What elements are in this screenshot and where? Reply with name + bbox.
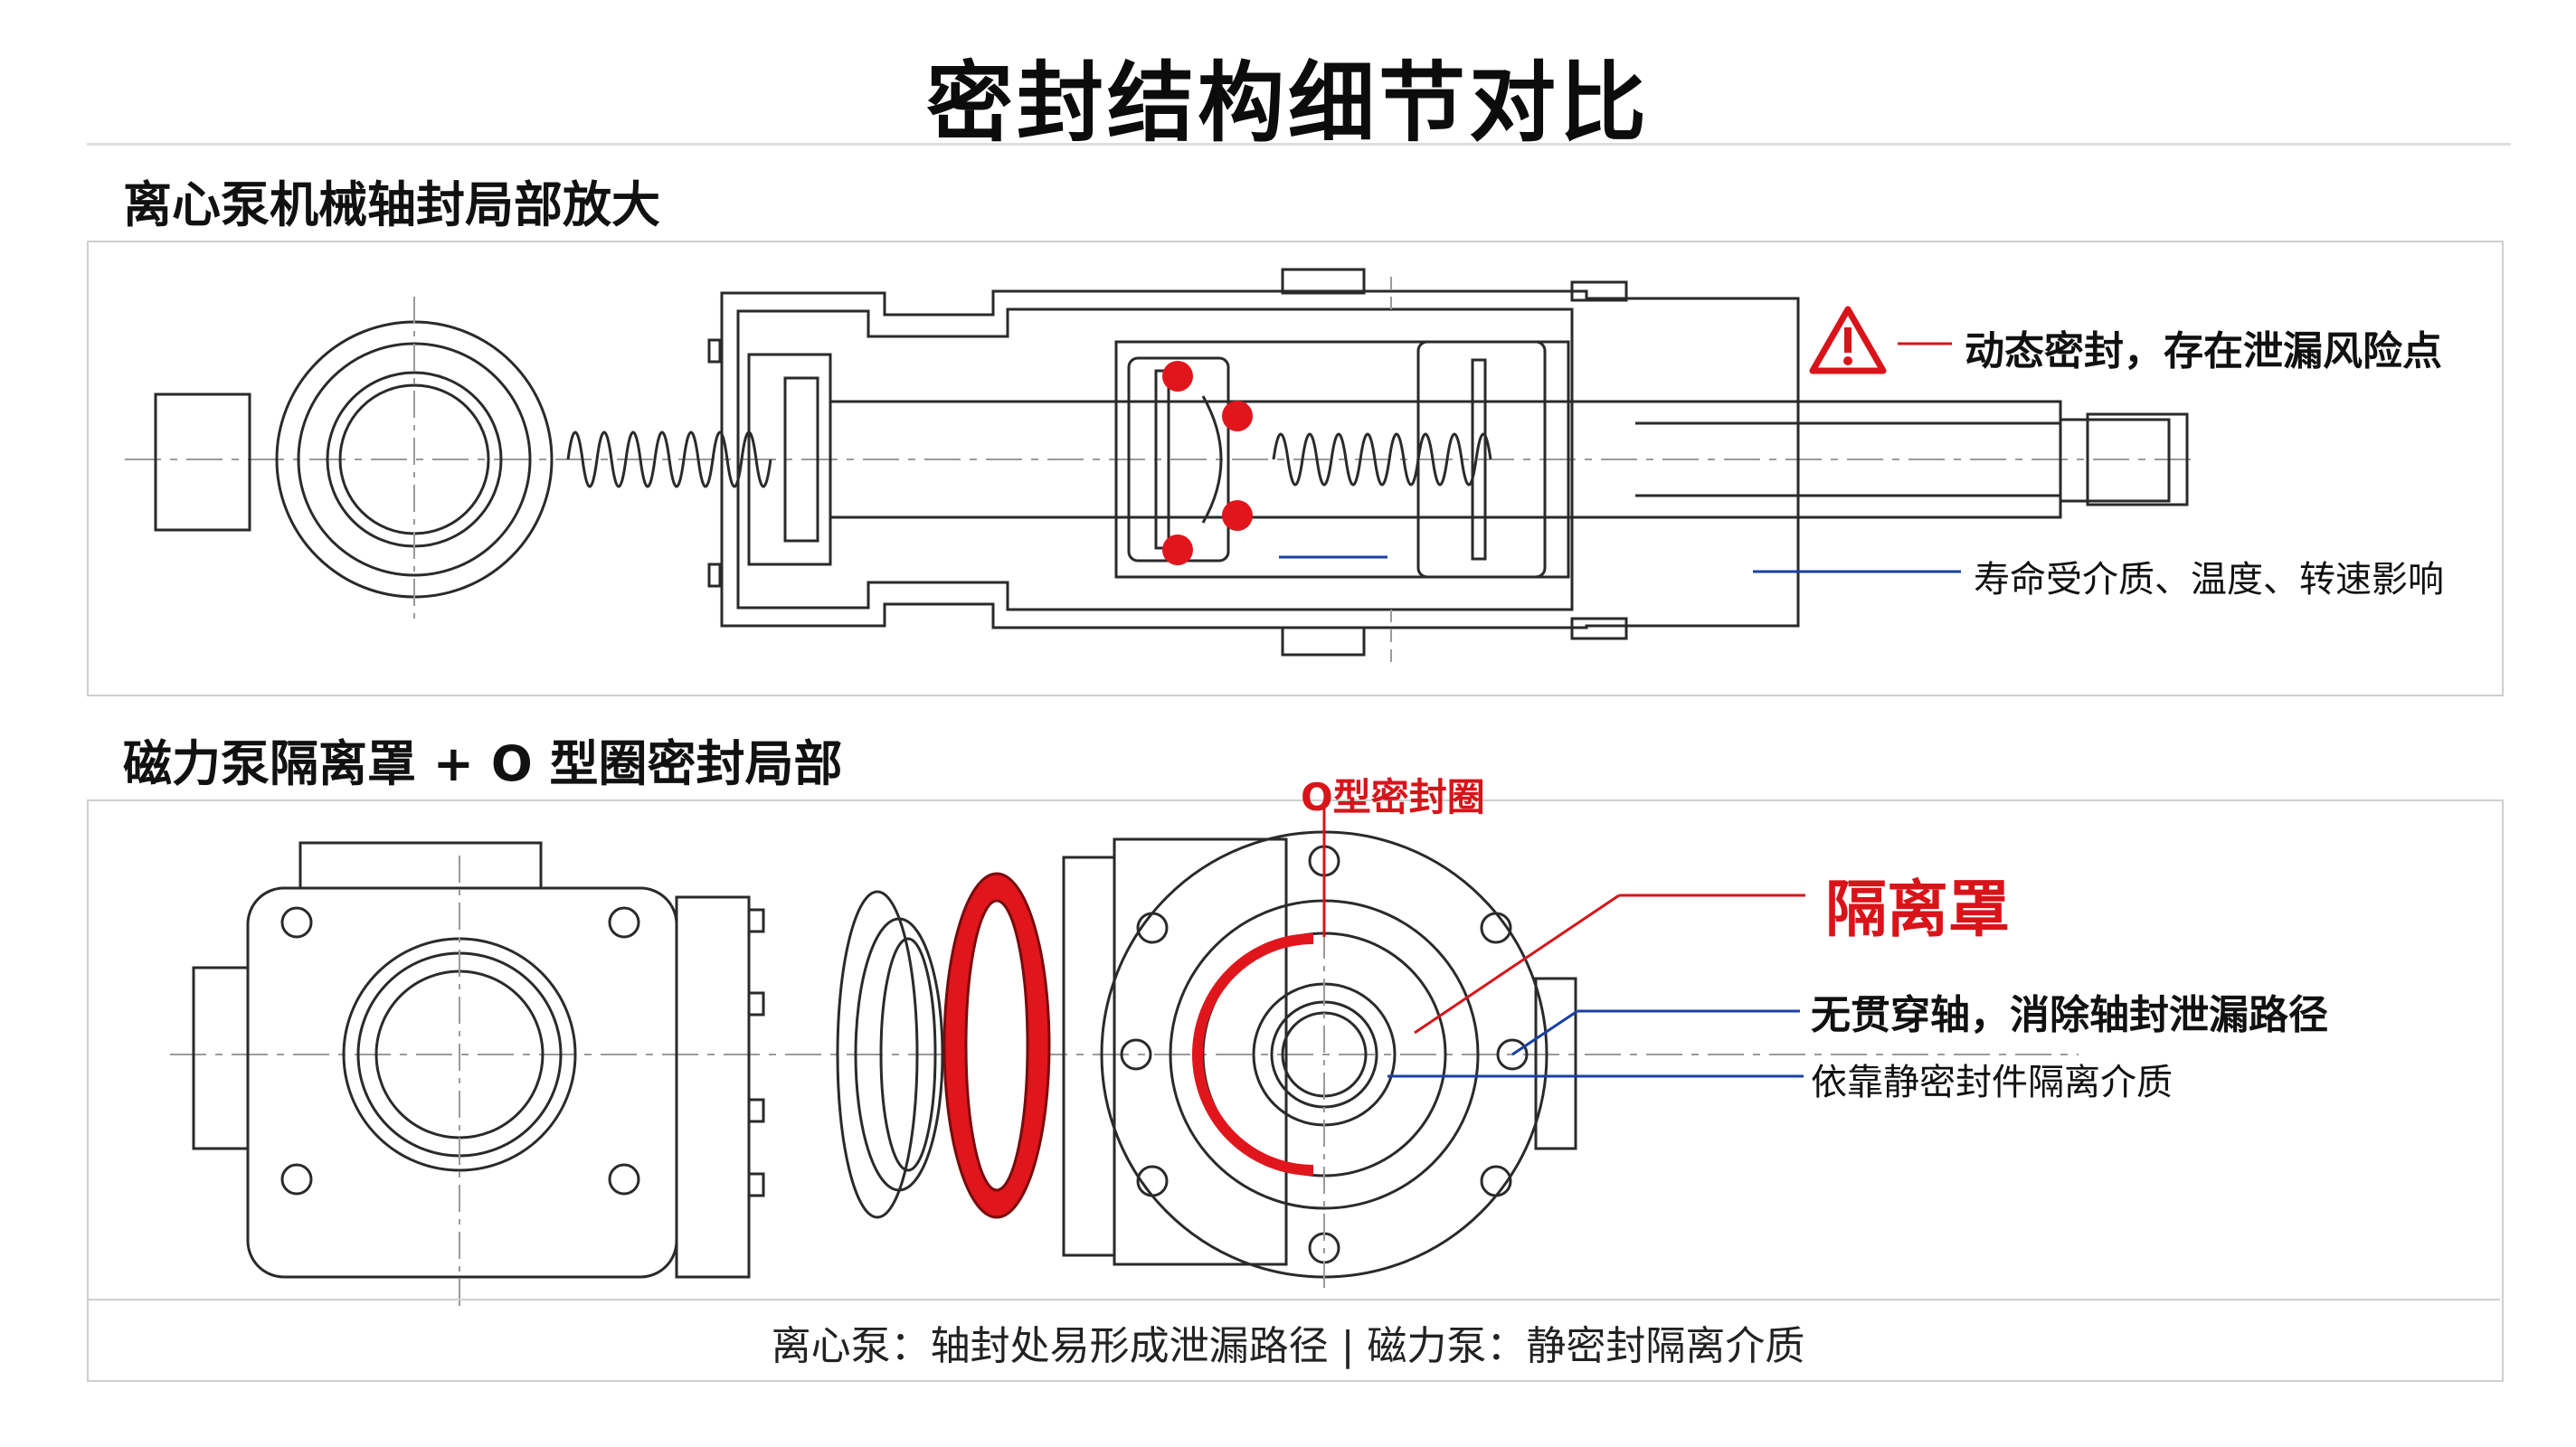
title-divider (87, 143, 2511, 146)
no-shaft-label: 无贯穿轴，消除轴封泄漏路径 (1811, 992, 2328, 1038)
section2-panel: O型密封圈 隔离罩 无贯穿轴，消除轴封泄漏路径 依靠静密封件隔离介质 (87, 775, 2504, 1382)
dynamic-seal-warning-label: 动态密封，存在泄漏风险点 (1965, 328, 2442, 374)
section1-panel: 动态密封，存在泄漏风险点 寿命受介质、温度、转速影响 (87, 241, 2504, 696)
seal-life-label: 寿命受介质、温度、转速影响 (1974, 559, 2444, 601)
isolation-shield-label: 隔离罩 (1825, 875, 2011, 946)
footer-divider (87, 1299, 2500, 1300)
mechanical-seal-drawing (125, 268, 2196, 667)
warning-triangle-icon (1809, 306, 1887, 374)
page-title: 密封结构细节对比 (926, 52, 1650, 154)
static-seal-label: 依靠静密封件隔离介质 (1811, 1062, 2173, 1103)
section1-heading: 离心泵机械轴封局部放大 (123, 176, 660, 233)
footer-caption: 离心泵：轴封处易形成泄漏路径 | 磁力泵：静密封隔离介质 (771, 1323, 1805, 1369)
magnetic-pump-drawing (170, 801, 2079, 1308)
o-ring-label: O型密封圈 (1301, 775, 1485, 819)
section2-heading: 磁力泵隔离罩 + O 型圈密封局部 (123, 735, 843, 792)
